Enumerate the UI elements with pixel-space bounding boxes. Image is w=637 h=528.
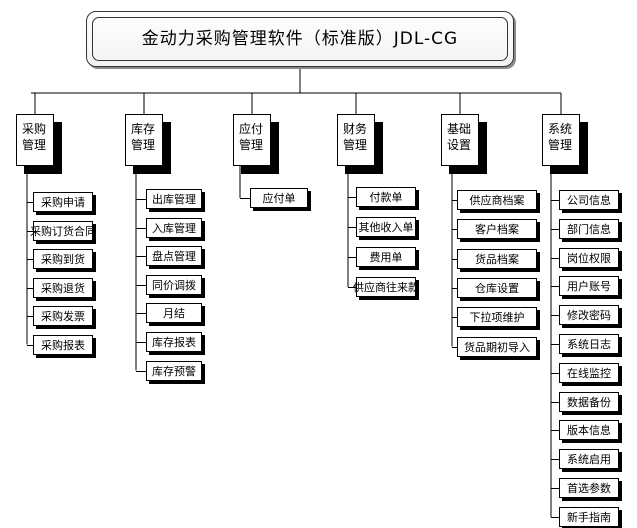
module-item-box: 采购退货 xyxy=(33,278,93,298)
module-item-label: 供应商档案 xyxy=(469,193,525,207)
category-label: 应付管理 xyxy=(239,122,264,152)
module-item-label: 库存预警 xyxy=(152,364,196,378)
module-item-label: 下拉项维护 xyxy=(469,310,525,324)
category-box-yingfu: 应付管理 xyxy=(233,114,271,166)
category-box-kucun: 库存管理 xyxy=(125,114,163,166)
category-box-caigou: 采购管理 xyxy=(16,114,54,166)
module-item-box: 数据备份 xyxy=(559,392,619,412)
module-item-box: 应付单 xyxy=(250,188,308,208)
module-item-label: 系统日志 xyxy=(567,337,611,351)
module-item-box: 仓库设置 xyxy=(457,278,537,298)
module-item-label: 岗位权限 xyxy=(567,251,611,265)
module-item-label: 系统启用 xyxy=(567,452,611,466)
module-item-box: 版本信息 xyxy=(559,420,619,440)
module-item-label: 采购发票 xyxy=(41,309,85,323)
module-item-label: 版本信息 xyxy=(567,423,611,437)
module-item-label: 采购报表 xyxy=(41,338,85,352)
category-label: 系统管理 xyxy=(548,122,573,152)
category-label: 采购管理 xyxy=(22,122,47,152)
module-item-label: 库存报表 xyxy=(152,335,196,349)
module-item-box: 系统日志 xyxy=(559,334,619,354)
module-item-label: 供应商往来款 xyxy=(353,280,419,294)
module-item-box: 库存报表 xyxy=(146,332,202,352)
module-item-box: 系统启用 xyxy=(559,449,619,469)
module-item-box: 费用单 xyxy=(356,247,416,267)
module-item-box: 月结 xyxy=(146,303,202,323)
module-item-label: 采购申请 xyxy=(41,195,85,209)
module-item-box: 采购发票 xyxy=(33,306,93,326)
module-item-label: 月结 xyxy=(163,306,185,320)
module-item-box: 入库管理 xyxy=(146,218,202,238)
module-item-label: 客户档案 xyxy=(475,222,519,236)
category-box-caiwu: 财务管理 xyxy=(337,114,375,166)
module-item-label: 采购到货 xyxy=(41,252,85,266)
module-item-box: 采购报表 xyxy=(33,335,93,355)
module-item-box: 岗位权限 xyxy=(559,248,619,268)
module-item-box: 供应商档案 xyxy=(457,190,537,210)
module-item-box: 货品期初导入 xyxy=(457,337,537,357)
module-item-box: 新手指南 xyxy=(559,507,619,527)
module-item-label: 入库管理 xyxy=(152,221,196,235)
module-item-label: 首选参数 xyxy=(567,481,611,495)
module-item-box: 同价调拨 xyxy=(146,275,202,295)
category-label: 基础设置 xyxy=(447,122,472,152)
module-item-box: 付款单 xyxy=(356,187,416,207)
diagram-title: 金动力采购管理软件（标准版）JDL-CG xyxy=(141,28,459,49)
module-item-box: 货品档案 xyxy=(457,249,537,269)
module-item-label: 其他收入单 xyxy=(358,220,414,234)
category-box-jichu: 基础设置 xyxy=(441,114,479,166)
title-box: 金动力采购管理软件（标准版）JDL-CG xyxy=(86,11,514,67)
module-item-label: 公司信息 xyxy=(567,193,611,207)
module-item-label: 采购退货 xyxy=(41,281,85,295)
module-item-label: 新手指南 xyxy=(567,510,611,524)
module-item-box: 供应商往来款 xyxy=(353,277,419,297)
module-item-label: 付款单 xyxy=(369,190,403,204)
module-item-label: 盘点管理 xyxy=(152,249,196,263)
module-item-label: 部门信息 xyxy=(567,222,611,236)
module-item-label: 货品档案 xyxy=(475,252,519,266)
module-item-label: 用户账号 xyxy=(567,279,611,293)
module-item-box: 公司信息 xyxy=(559,190,619,210)
module-item-label: 应付单 xyxy=(262,191,296,205)
module-item-box: 其他收入单 xyxy=(356,217,416,237)
module-item-box: 库存预警 xyxy=(146,361,202,381)
module-item-label: 出库管理 xyxy=(152,192,196,206)
module-item-label: 采购订货合同 xyxy=(30,224,96,238)
module-item-box: 在线监控 xyxy=(559,363,619,383)
module-item-label: 费用单 xyxy=(369,250,403,264)
module-item-box: 下拉项维护 xyxy=(457,307,537,327)
category-label: 财务管理 xyxy=(343,122,368,152)
module-item-box: 部门信息 xyxy=(559,219,619,239)
module-item-box: 首选参数 xyxy=(559,478,619,498)
module-item-box: 修改密码 xyxy=(559,305,619,325)
module-item-label: 修改密码 xyxy=(567,308,611,322)
module-item-box: 出库管理 xyxy=(146,189,202,209)
module-item-label: 货品期初导入 xyxy=(464,340,530,354)
category-box-xitong: 系统管理 xyxy=(542,114,580,166)
module-item-label: 数据备份 xyxy=(567,395,611,409)
module-item-box: 客户档案 xyxy=(457,219,537,239)
module-item-box: 盘点管理 xyxy=(146,246,202,266)
module-item-label: 在线监控 xyxy=(567,366,611,380)
module-item-label: 同价调拨 xyxy=(152,278,196,292)
module-item-box: 采购申请 xyxy=(33,192,93,212)
module-item-box: 采购到货 xyxy=(33,249,93,269)
module-item-box: 采购订货合同 xyxy=(30,221,96,241)
module-item-box: 用户账号 xyxy=(559,276,619,296)
category-label: 库存管理 xyxy=(131,122,156,152)
module-item-label: 仓库设置 xyxy=(475,281,519,295)
